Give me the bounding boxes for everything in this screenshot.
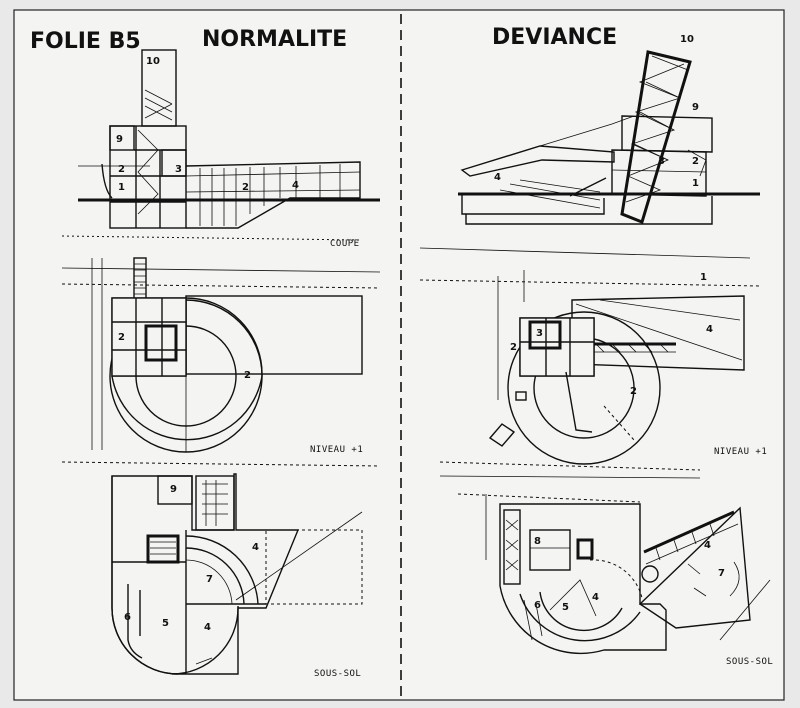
left-niveau-label-2a: 2 — [118, 332, 125, 343]
right-niveau-caption: NIVEAU +1 — [714, 447, 767, 457]
left-niveau-caption: NIVEAU +1 — [310, 445, 363, 455]
right-soussol-label-4b: 4 — [592, 592, 599, 603]
left-soussol-label-7: 7 — [206, 574, 213, 585]
right-soussol-label-5: 5 — [562, 602, 569, 613]
left-plan-niveau: 2 2 NIVEAU +1 — [61, 257, 381, 467]
left-niveau-label-2b: 2 — [244, 370, 251, 381]
left-soussol-label-4a: 4 — [252, 542, 259, 553]
right-plan-niveau: 1 3 4 2 2 NIVEAU +1 — [419, 247, 767, 465]
deviance-title: DEVIANCE — [492, 25, 617, 50]
left-coupe-label-2b: 2 — [242, 182, 249, 193]
right-coupe-label-9: 9 — [692, 102, 699, 113]
right-coupe-label-3: 3 — [658, 156, 665, 167]
left-plan-soussol: 9 4 7 6 5 4 SOUS-SOL — [111, 473, 363, 679]
right-soussol-label-8: 8 — [534, 536, 541, 547]
left-coupe-label-4: 4 — [292, 180, 299, 191]
left-coupe-caption: COUPE — [330, 239, 360, 249]
right-soussol-caption: SOUS-SOL — [726, 657, 773, 667]
right-plan-soussol: 8 4 7 6 5 4 SOUS-SOL — [439, 461, 773, 667]
right-coupe-label-1: 1 — [692, 178, 699, 189]
left-soussol-caption: SOUS-SOL — [314, 669, 361, 679]
right-niveau-label-2b: 2 — [630, 386, 637, 397]
left-soussol-label-4b: 4 — [204, 622, 211, 633]
right-niveau-label-3: 3 — [536, 328, 543, 339]
left-coupe-label-10: 10 — [146, 56, 160, 67]
left-coupe-label-9: 9 — [116, 134, 123, 145]
right-coupe-label-2: 2 — [692, 156, 699, 167]
right-soussol-label-6: 6 — [534, 600, 541, 611]
right-soussol-label-4a: 4 — [704, 540, 711, 551]
right-section-coupe: 10 9 3 2 1 4 — [458, 34, 760, 225]
normalite-title: NORMALITE — [202, 27, 347, 52]
left-coupe-label-3: 3 — [175, 164, 182, 175]
left-soussol-label-5: 5 — [162, 618, 169, 629]
right-soussol-label-7: 7 — [718, 568, 725, 579]
right-niveau-label-4: 4 — [706, 324, 713, 335]
left-soussol-label-6: 6 — [124, 612, 131, 623]
right-niveau-label-1: 1 — [700, 272, 707, 283]
folie-title: FOLIE B5 — [30, 29, 141, 54]
left-soussol-label-9: 9 — [170, 484, 177, 495]
left-section-coupe: 10 9 2 1 3 2 4 COUPE — [61, 49, 380, 249]
left-coupe-label-2: 2 — [118, 164, 125, 175]
right-coupe-label-4: 4 — [494, 172, 501, 183]
left-coupe-label-1: 1 — [118, 182, 125, 193]
right-coupe-label-10: 10 — [680, 34, 694, 45]
right-niveau-label-2a: 2 — [510, 342, 517, 353]
